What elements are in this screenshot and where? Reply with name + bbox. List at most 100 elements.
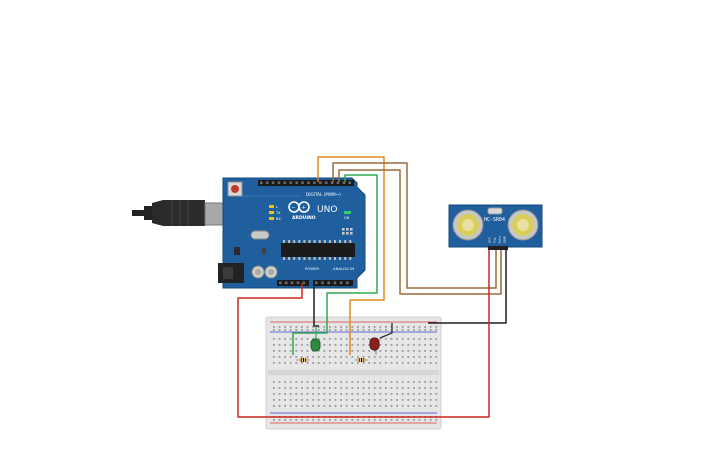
bb-hole[interactable] (284, 399, 286, 401)
bb-hole[interactable] (424, 419, 426, 421)
bb-hole[interactable] (284, 419, 286, 421)
bb-hole[interactable] (334, 419, 337, 421)
bb-hole[interactable] (396, 362, 398, 364)
bb-hole[interactable] (323, 381, 326, 383)
bb-hole[interactable] (413, 387, 415, 389)
bb-hole[interactable] (424, 344, 426, 346)
bb-hole[interactable] (429, 399, 432, 401)
bb-hole[interactable] (289, 387, 292, 389)
led-red[interactable] (369, 323, 393, 355)
bb-hole[interactable] (278, 405, 281, 407)
bb-hole[interactable] (289, 326, 292, 328)
bb-hole[interactable] (345, 344, 348, 346)
bb-hole[interactable] (413, 419, 415, 421)
bb-hole[interactable] (340, 338, 342, 340)
bb-hole[interactable] (362, 362, 365, 364)
bb-hole[interactable] (351, 326, 354, 328)
bb-hole[interactable] (284, 405, 286, 407)
bb-hole[interactable] (278, 344, 281, 346)
bb-hole[interactable] (317, 387, 320, 389)
bb-hole[interactable] (306, 405, 309, 407)
bb-hole[interactable] (301, 381, 303, 383)
bb-hole[interactable] (323, 344, 326, 346)
bb-hole[interactable] (390, 381, 393, 383)
bb-hole[interactable] (312, 387, 314, 389)
bb-hole[interactable] (357, 338, 359, 340)
bb-hole[interactable] (407, 381, 410, 383)
bb-hole[interactable] (329, 356, 331, 358)
bb-hole[interactable] (362, 326, 365, 328)
bb-hole[interactable] (435, 419, 438, 421)
bb-hole[interactable] (329, 419, 331, 421)
bb-hole[interactable] (334, 344, 337, 346)
bb-hole[interactable] (306, 419, 309, 421)
bb-hole[interactable] (396, 387, 398, 389)
bb-hole[interactable] (301, 362, 303, 364)
bb-hole[interactable] (329, 381, 331, 383)
bb-hole[interactable] (317, 393, 320, 395)
bb-hole[interactable] (340, 326, 342, 328)
bb-hole[interactable] (301, 387, 303, 389)
bb-hole[interactable] (317, 381, 320, 383)
bb-hole[interactable] (401, 338, 404, 340)
bb-hole[interactable] (418, 399, 421, 401)
bb-hole[interactable] (278, 399, 281, 401)
bb-hole[interactable] (312, 338, 314, 340)
bb-hole[interactable] (362, 387, 365, 389)
bb-hole[interactable] (429, 419, 432, 421)
bb-hole[interactable] (396, 356, 398, 358)
bb-hole[interactable] (334, 387, 337, 389)
bb-hole[interactable] (323, 393, 326, 395)
bb-hole[interactable] (317, 356, 320, 358)
bb-hole[interactable] (396, 405, 398, 407)
bb-hole[interactable] (429, 393, 432, 395)
bb-hole[interactable] (323, 405, 326, 407)
bb-hole[interactable] (351, 356, 354, 358)
bb-hole[interactable] (401, 356, 404, 358)
bb-hole[interactable] (334, 393, 337, 395)
bb-hole[interactable] (295, 393, 298, 395)
bb-hole[interactable] (323, 350, 326, 352)
bb-hole[interactable] (435, 381, 438, 383)
bb-hole[interactable] (424, 329, 426, 331)
bb-hole[interactable] (329, 338, 331, 340)
bb-hole[interactable] (435, 405, 438, 407)
bb-hole[interactable] (418, 419, 421, 421)
bb-hole[interactable] (424, 405, 426, 407)
bb-hole[interactable] (295, 381, 298, 383)
bb-hole[interactable] (340, 362, 342, 364)
bb-hole[interactable] (407, 405, 410, 407)
bb-hole[interactable] (390, 387, 393, 389)
bb-hole[interactable] (413, 405, 415, 407)
bb-hole[interactable] (312, 362, 314, 364)
bb-hole[interactable] (413, 326, 415, 328)
bb-hole[interactable] (340, 356, 342, 358)
bb-hole[interactable] (273, 399, 275, 401)
bb-hole[interactable] (273, 381, 275, 383)
bb-hole[interactable] (295, 350, 298, 352)
bb-hole[interactable] (284, 338, 286, 340)
bb-hole[interactable] (368, 399, 370, 401)
bb-hole[interactable] (379, 399, 382, 401)
bb-hole[interactable] (368, 405, 370, 407)
bb-hole[interactable] (289, 393, 292, 395)
bb-hole[interactable] (323, 362, 326, 364)
bb-hole[interactable] (273, 338, 275, 340)
bb-hole[interactable] (429, 362, 432, 364)
bb-hole[interactable] (368, 387, 370, 389)
bb-hole[interactable] (284, 350, 286, 352)
bb-hole[interactable] (306, 350, 309, 352)
bb-hole[interactable] (345, 329, 348, 331)
bb-hole[interactable] (312, 356, 314, 358)
bb-hole[interactable] (413, 344, 415, 346)
bb-hole[interactable] (289, 329, 292, 331)
bb-hole[interactable] (424, 362, 426, 364)
bb-hole[interactable] (418, 381, 421, 383)
bb-hole[interactable] (357, 350, 359, 352)
bb-hole[interactable] (396, 419, 398, 421)
bb-hole[interactable] (278, 387, 281, 389)
bb-hole[interactable] (340, 329, 342, 331)
bb-hole[interactable] (351, 381, 354, 383)
bb-hole[interactable] (407, 338, 410, 340)
bb-hole[interactable] (396, 393, 398, 395)
